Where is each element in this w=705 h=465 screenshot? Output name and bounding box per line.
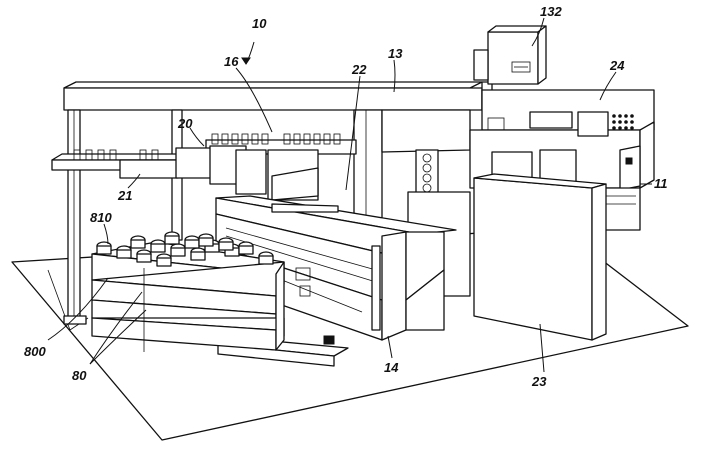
workpieces <box>96 231 274 267</box>
numeral-810: 810 <box>90 210 112 225</box>
pallet-stack <box>91 231 285 352</box>
numeral-21: 21 <box>117 188 132 203</box>
numeral-11: 11 <box>654 176 668 191</box>
numeral-24: 24 <box>609 58 625 73</box>
loading-arm <box>51 145 267 195</box>
numeral-13: 13 <box>388 46 403 61</box>
numeral-80: 80 <box>72 368 87 383</box>
spindle-head <box>473 25 547 85</box>
reference-numerals: 10 132 16 22 13 24 20 21 11 810 800 80 1… <box>24 4 668 389</box>
numeral-10: 10 <box>252 16 267 31</box>
overhead-rack <box>205 133 357 201</box>
controller-cabinet <box>473 173 607 341</box>
numeral-20: 20 <box>177 116 193 131</box>
leader-lines <box>47 17 652 373</box>
pallet-changer <box>215 195 457 341</box>
numeral-132: 132 <box>540 4 562 19</box>
control-buttons <box>612 114 634 130</box>
numeral-16: 16 <box>224 54 239 69</box>
numeral-800: 800 <box>24 344 46 359</box>
numeral-14: 14 <box>384 360 399 375</box>
numeral-23: 23 <box>531 374 547 389</box>
numeral-22: 22 <box>351 62 367 77</box>
